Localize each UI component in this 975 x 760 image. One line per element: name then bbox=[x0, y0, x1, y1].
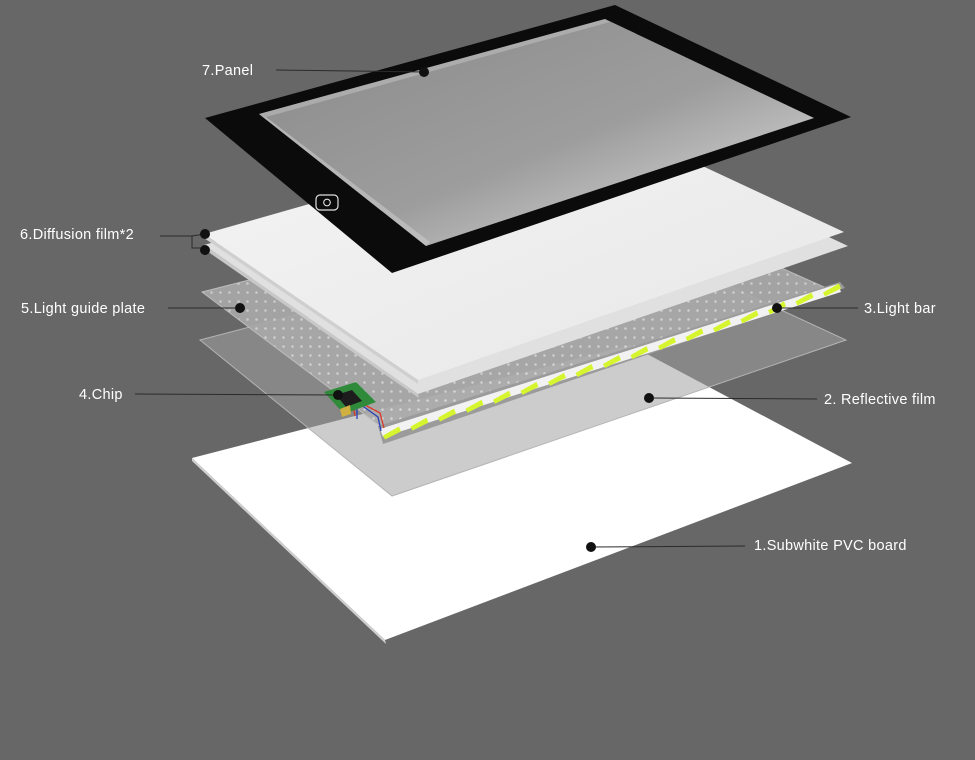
label-chip: 4.Chip bbox=[79, 387, 123, 403]
callout-light-bar: 3.Light bar bbox=[772, 301, 936, 317]
led-chip bbox=[603, 355, 621, 368]
led-chip bbox=[575, 363, 594, 377]
diffusion-film-layer bbox=[204, 120, 848, 398]
label-light-guide-plate: 5.Light guide plate bbox=[21, 301, 145, 317]
callout-pvc-board: 1.Subwhite PVC board bbox=[586, 538, 907, 554]
panel-layer bbox=[205, 5, 851, 273]
chip-component bbox=[324, 382, 385, 432]
led-chip bbox=[795, 292, 814, 306]
label-panel: 7.Panel bbox=[202, 63, 253, 79]
led-chip bbox=[658, 337, 676, 351]
power-button-icon bbox=[315, 194, 339, 211]
callout-panel: 7.Panel bbox=[202, 63, 429, 79]
led-chip bbox=[740, 310, 759, 324]
callout-light-guide-plate: 5.Light guide plate bbox=[21, 301, 245, 317]
callout-reflective-film: 2. Reflective film bbox=[644, 392, 936, 408]
label-light-bar: 3.Light bar bbox=[864, 301, 936, 317]
led-chip bbox=[410, 417, 429, 431]
callout-chip: 4.Chip bbox=[79, 387, 343, 403]
led-chip bbox=[823, 283, 841, 297]
led-chip bbox=[493, 390, 511, 404]
led-chip bbox=[685, 328, 704, 342]
label-diffusion-film: 6.Diffusion film*2 bbox=[20, 227, 134, 243]
callout-diffusion-film: 6.Diffusion film*2 bbox=[20, 227, 210, 255]
led-chip bbox=[548, 372, 566, 386]
led-chip bbox=[438, 408, 456, 422]
led-chip bbox=[520, 381, 539, 395]
label-reflective-film: 2. Reflective film bbox=[824, 392, 936, 408]
led-chip bbox=[630, 346, 649, 360]
label-pvc-board: 1.Subwhite PVC board bbox=[754, 538, 907, 554]
led-chip bbox=[713, 319, 731, 333]
led-chip bbox=[383, 426, 401, 440]
led-chip bbox=[465, 399, 484, 413]
